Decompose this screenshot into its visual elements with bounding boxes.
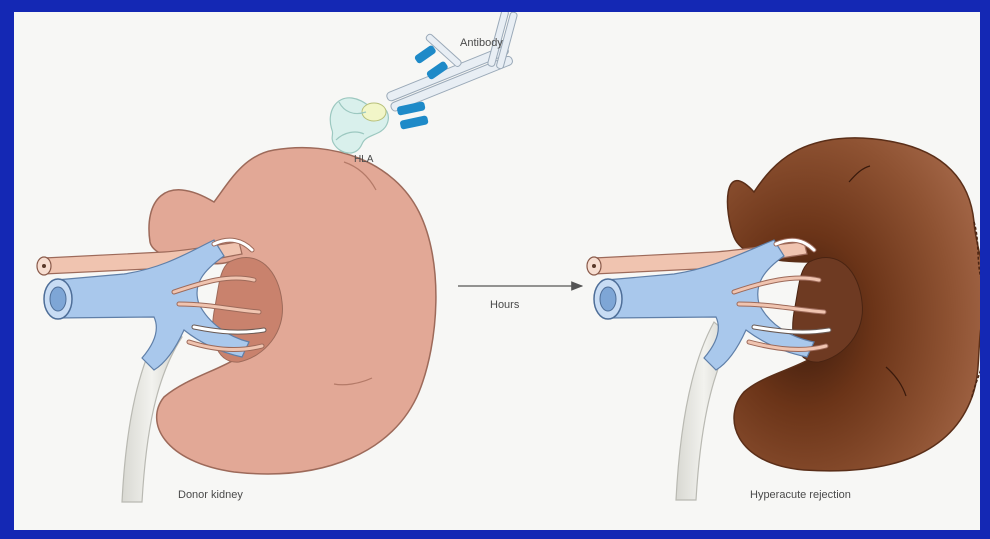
hyperacute-rejection-diagram: Antibody HLA Hours Donor kid [14,12,980,530]
antibody-label: Antibody [460,37,503,49]
rejected-kidney-illustration [587,138,980,500]
antibody-icon [386,12,518,130]
hla-molecule-icon [330,98,388,153]
arrow-label: Hours [490,299,520,311]
hyperacute-rejection-label: Hyperacute rejection [750,489,851,501]
hla-label: HLA [354,154,374,165]
slide-canvas: Antibody HLA Hours Donor kid [14,12,980,530]
donor-kidney-label: Donor kidney [178,489,243,501]
donor-kidney-illustration [37,148,436,502]
